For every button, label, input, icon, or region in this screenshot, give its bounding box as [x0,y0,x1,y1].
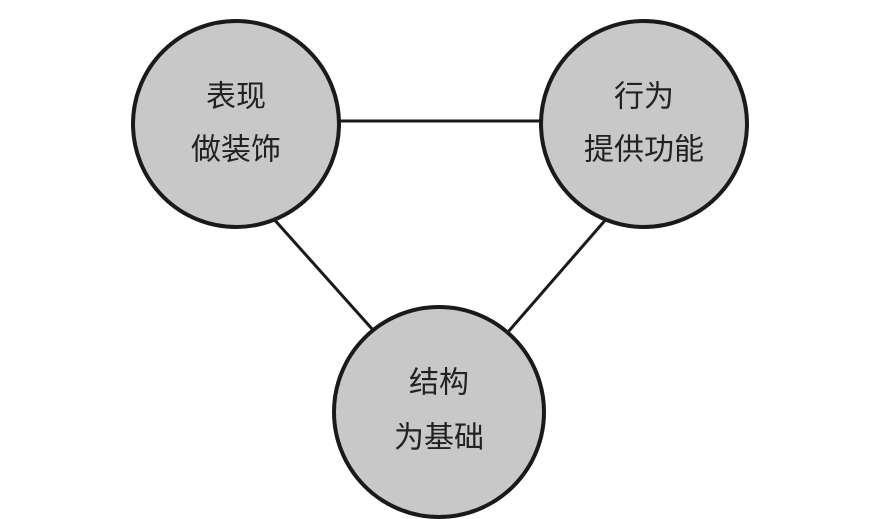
node-presentation-circle [131,19,341,229]
node-presentation: 表现 做装饰 [131,19,341,229]
node-behavior-line1: 行为 [614,80,674,115]
edge-behavior-structure [506,216,610,333]
node-structure: 结构 为基础 [332,305,546,519]
node-behavior: 行为 提供功能 [539,19,749,229]
node-behavior-line2: 提供功能 [584,133,704,168]
node-behavior-circle [539,19,749,229]
node-presentation-line1: 表现 [206,80,266,115]
node-presentation-line2: 做装饰 [191,133,281,168]
edge-presentation-structure [270,216,375,331]
node-structure-line2: 为基础 [394,421,484,456]
node-structure-line1: 结构 [409,366,469,401]
node-structure-circle [332,305,546,519]
